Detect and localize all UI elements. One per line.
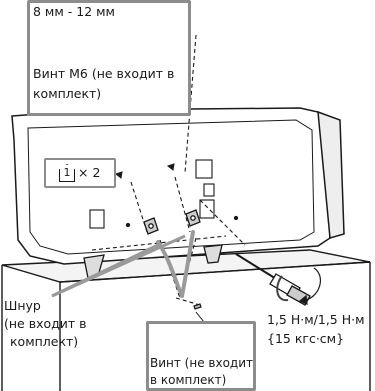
screw-length-range-label: 8 мм - 12 мм [33,4,115,19]
bracket-arrows [114,163,175,179]
screw-m6-caption-line1: Винт М6 (не входит в [33,66,175,81]
small-screw-caption-line2: в комплект) [150,373,227,387]
screw-callout-bottom [146,321,256,391]
torque-value-label: 1,5 Н·м/1,5 Н·м [267,312,365,327]
screw-m6-caption-line2: комплект) [33,86,102,101]
anchor-bracket-right [185,209,201,227]
screw-callout-top [27,0,191,116]
anchor-bracket-left [143,217,159,235]
floor-screw-icon [193,303,202,310]
cord-label-leaders [51,234,186,298]
screw-leader-lines [195,311,205,323]
bracket-count-label: × 2 [78,165,101,180]
bracket-label-box [44,158,116,188]
torque-kgf-label: {15 кгс·см} [267,331,345,346]
rear-panel-details [89,159,239,229]
small-screw-caption-line1: Винт (не входит [150,356,254,370]
tv-rear-panel [11,107,345,265]
tv-foot-right [203,244,223,264]
rotation-arrow-icon [276,267,322,305]
cord-label-line2: (не входит в [4,316,87,331]
cord-right [180,230,195,298]
step-number-icon: 1 [59,164,75,182]
step-number-value: 1 [63,166,71,179]
cord-label-line3: комплект) [10,334,79,349]
cord-label-line1: Шнур [4,298,41,313]
